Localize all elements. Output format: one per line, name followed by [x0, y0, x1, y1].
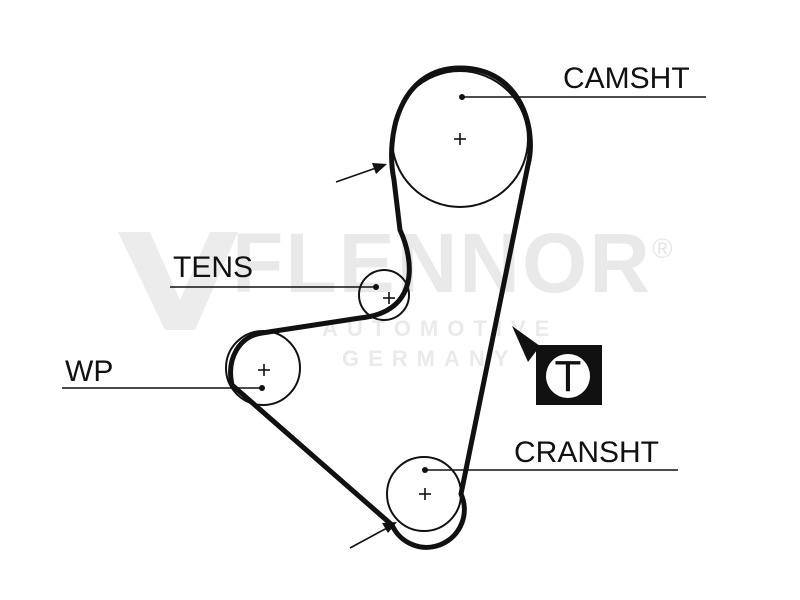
camshaft-center-marks [454, 133, 466, 145]
crankshaft-label: CRANSHT [514, 436, 659, 469]
watermark: FLENNOR ® AUTOMOTIVE GERMANY [118, 216, 673, 371]
tensioner-center-marks [383, 292, 395, 304]
belt-direction-arrow-lower [349, 522, 397, 549]
tooth-symbol-letter: T [555, 352, 582, 401]
tooth-symbol-callout: T [512, 326, 602, 405]
tooth-symbol-pointer [512, 326, 540, 362]
water-pump-center-marks [258, 364, 270, 376]
crankshaft-center-marks [419, 488, 431, 500]
watermark-line2: GERMANY [342, 346, 517, 371]
water-pump-label: WP [65, 355, 113, 388]
tensioner-pulley [358, 269, 410, 321]
tensioner-label: TENS [173, 251, 253, 284]
belt-direction-arrow-upper [335, 163, 387, 183]
camshaft-label: CAMSHT [563, 62, 690, 95]
timing-belt [228, 65, 533, 550]
watermark-logo-mark [118, 232, 238, 330]
watermark-registered-mark: ® [652, 233, 673, 264]
tooth-symbol-circle [546, 354, 590, 398]
water-pump-pulley [225, 330, 301, 406]
watermark-brand: FLENNOR [232, 216, 652, 310]
